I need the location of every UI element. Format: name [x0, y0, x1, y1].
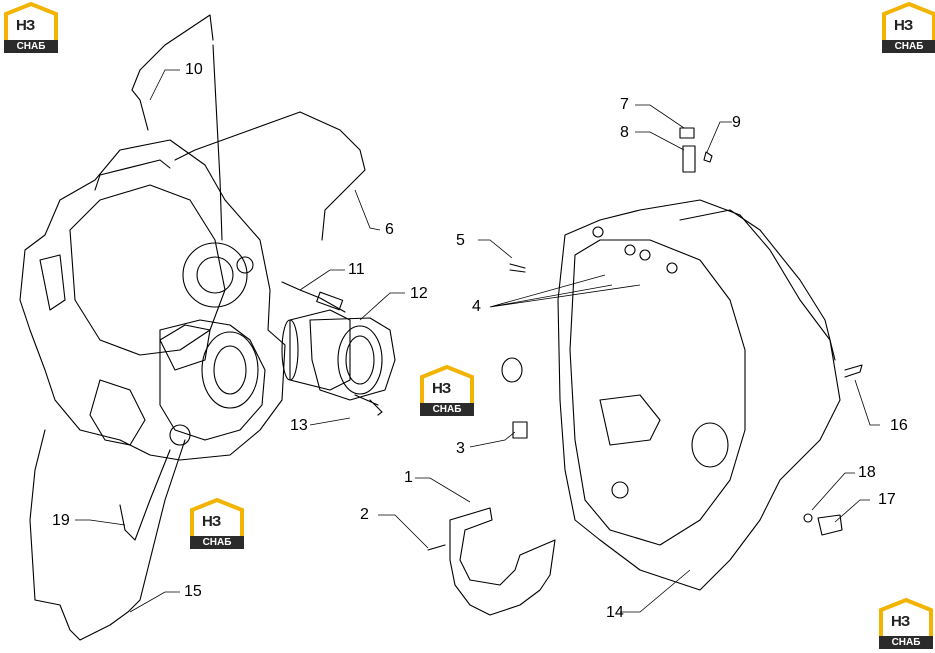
sleeve-part-12	[281, 309, 396, 401]
logo-subtext: СНАБ	[190, 536, 244, 549]
brand-logo: НЗ СНАБ	[2, 2, 60, 54]
logo-subtext: СНАБ	[882, 40, 935, 53]
logo-text: НЗ	[202, 513, 221, 530]
callout-9: 9	[732, 114, 741, 131]
callout-1: 1	[404, 469, 413, 486]
bolt-part-13	[354, 394, 383, 416]
brand-logo: НЗ СНАБ	[188, 498, 246, 550]
logo-text: НЗ	[894, 17, 913, 34]
callout-13: 13	[290, 417, 308, 434]
logo-text: НЗ	[432, 380, 451, 397]
logo-house-icon	[4, 2, 58, 40]
callout-18: 18	[858, 464, 876, 481]
pipe-lines-left	[29, 14, 366, 641]
callout-19: 19	[52, 512, 70, 529]
logo-house-icon	[879, 598, 933, 636]
sensor-part-11	[281, 281, 346, 313]
logo-subtext: СНАБ	[4, 40, 58, 53]
callout-3: 3	[456, 440, 465, 457]
brand-logo: НЗ СНАБ	[877, 598, 935, 650]
callout-14: 14	[606, 604, 624, 621]
leader-lines	[75, 69, 880, 613]
logo-subtext: СНАБ	[420, 403, 474, 416]
callout-8: 8	[620, 124, 629, 141]
callout-5: 5	[456, 232, 465, 249]
logo-house-icon	[882, 2, 935, 40]
callout-4: 4	[472, 298, 481, 315]
callout-2: 2	[360, 506, 369, 523]
small-parts-right	[427, 127, 863, 551]
callout-16: 16	[890, 417, 908, 434]
rear-housing-assembly	[557, 199, 841, 591]
logo-subtext: СНАБ	[879, 636, 933, 649]
callout-15: 15	[184, 583, 202, 600]
brand-logo: НЗ СНАБ	[418, 365, 476, 417]
callout-10: 10	[185, 61, 203, 78]
logo-text: НЗ	[891, 613, 910, 630]
callout-12: 12	[410, 285, 428, 302]
logo-house-icon	[420, 365, 474, 403]
callout-6: 6	[385, 221, 394, 238]
shield-part-1	[449, 507, 556, 616]
callout-7: 7	[620, 96, 629, 113]
logo-text: НЗ	[16, 17, 35, 34]
brand-logo: НЗ СНАБ	[880, 2, 935, 54]
callout-17: 17	[878, 491, 896, 508]
logo-house-icon	[190, 498, 244, 536]
front-housing-assembly	[19, 139, 286, 461]
callout-11: 11	[348, 261, 365, 278]
